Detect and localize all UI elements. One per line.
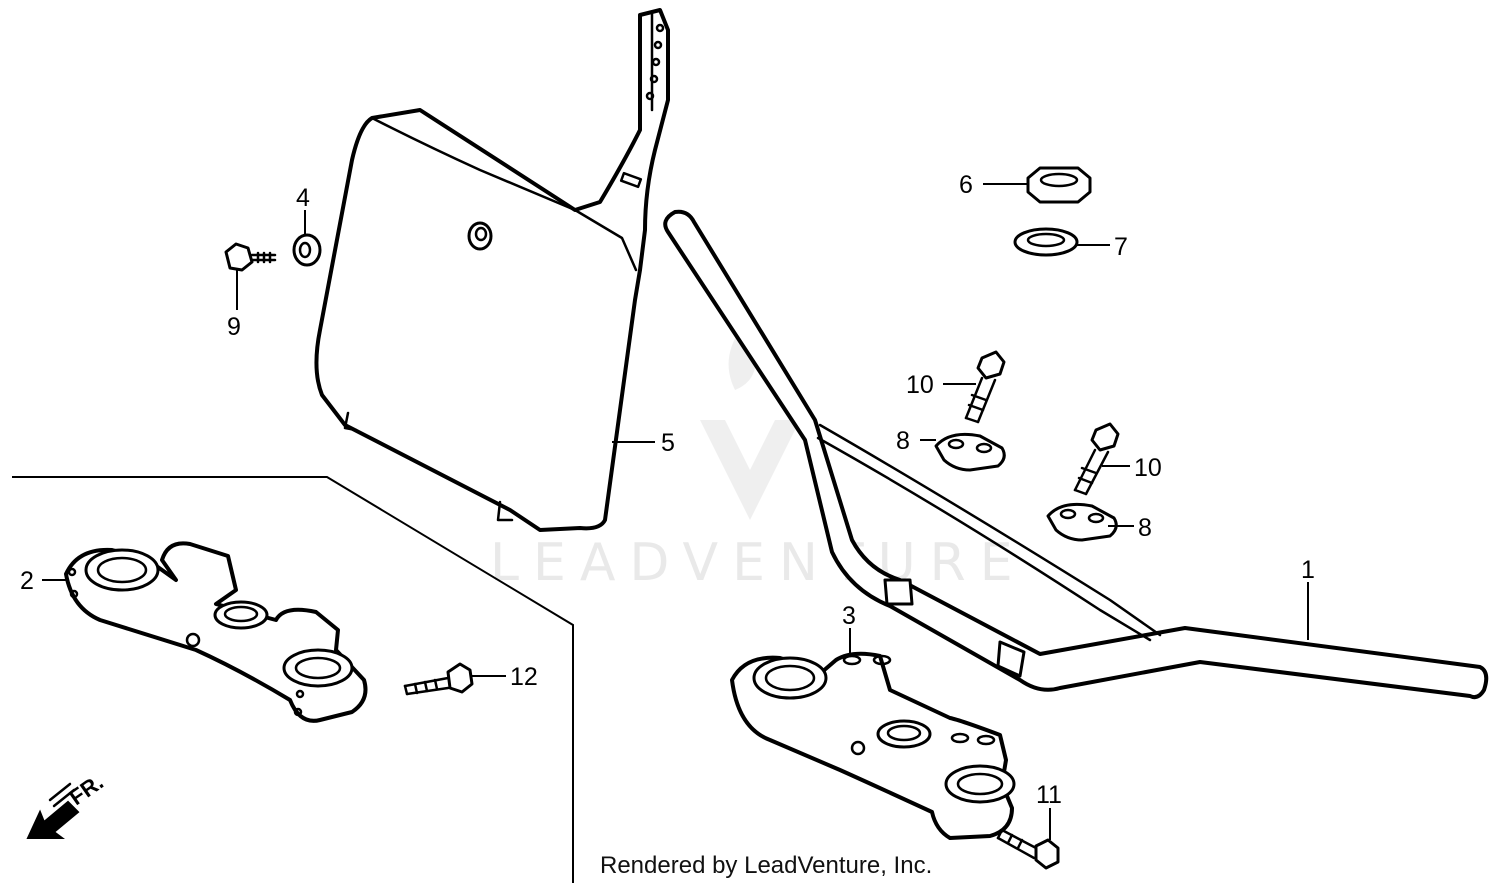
- callout-4: 4: [296, 184, 310, 212]
- footer-credit: Rendered by LeadVenture, Inc.: [600, 852, 932, 879]
- part-10-bolt-upper: [964, 350, 1006, 424]
- callout-2: 2: [20, 567, 34, 595]
- callout-10-upper: 10: [906, 371, 934, 399]
- callout-8-upper: 8: [896, 427, 910, 455]
- callout-3: 3: [842, 602, 856, 630]
- part-10-bolt-lower: [1073, 422, 1120, 496]
- callouts: 1 2 3 4 5 6 7 8 8 9 10 10 11 12: [20, 171, 1315, 809]
- part-6-nut: [1026, 166, 1092, 204]
- part-7-washer: [1013, 227, 1079, 257]
- part-8-clamp-lower: [1046, 502, 1118, 542]
- callout-10-lower: 10: [1134, 454, 1162, 482]
- part-1-handlebar: [663, 209, 1489, 700]
- leader-lines: [42, 183, 1309, 840]
- section-divider: [12, 476, 574, 883]
- part-4-grommet: [292, 233, 322, 267]
- part-11-bolt: [996, 828, 1060, 870]
- callout-11: 11: [1036, 781, 1062, 809]
- callout-5: 5: [661, 429, 675, 457]
- part-2-bottom-bridge: [64, 541, 368, 723]
- callout-12: 12: [510, 663, 538, 691]
- watermark-text: LEADVENTURE: [490, 533, 1027, 593]
- callout-1: 1: [1301, 556, 1315, 584]
- callout-7: 7: [1114, 233, 1128, 261]
- part-12-bolt: [403, 662, 474, 696]
- callout-6: 6: [959, 171, 973, 199]
- part-5-number-plate: [314, 8, 670, 532]
- front-arrow-icon: [26, 800, 80, 839]
- callout-9: 9: [227, 313, 241, 341]
- part-9-bolt: [224, 242, 277, 272]
- front-direction-indicator: FR.: [26, 769, 108, 839]
- part-8-clamp-upper: [934, 432, 1006, 472]
- watermark: LEADVENTURE: [490, 330, 1027, 593]
- part-3-top-bridge: [730, 651, 1016, 840]
- callout-8-lower: 8: [1138, 514, 1152, 542]
